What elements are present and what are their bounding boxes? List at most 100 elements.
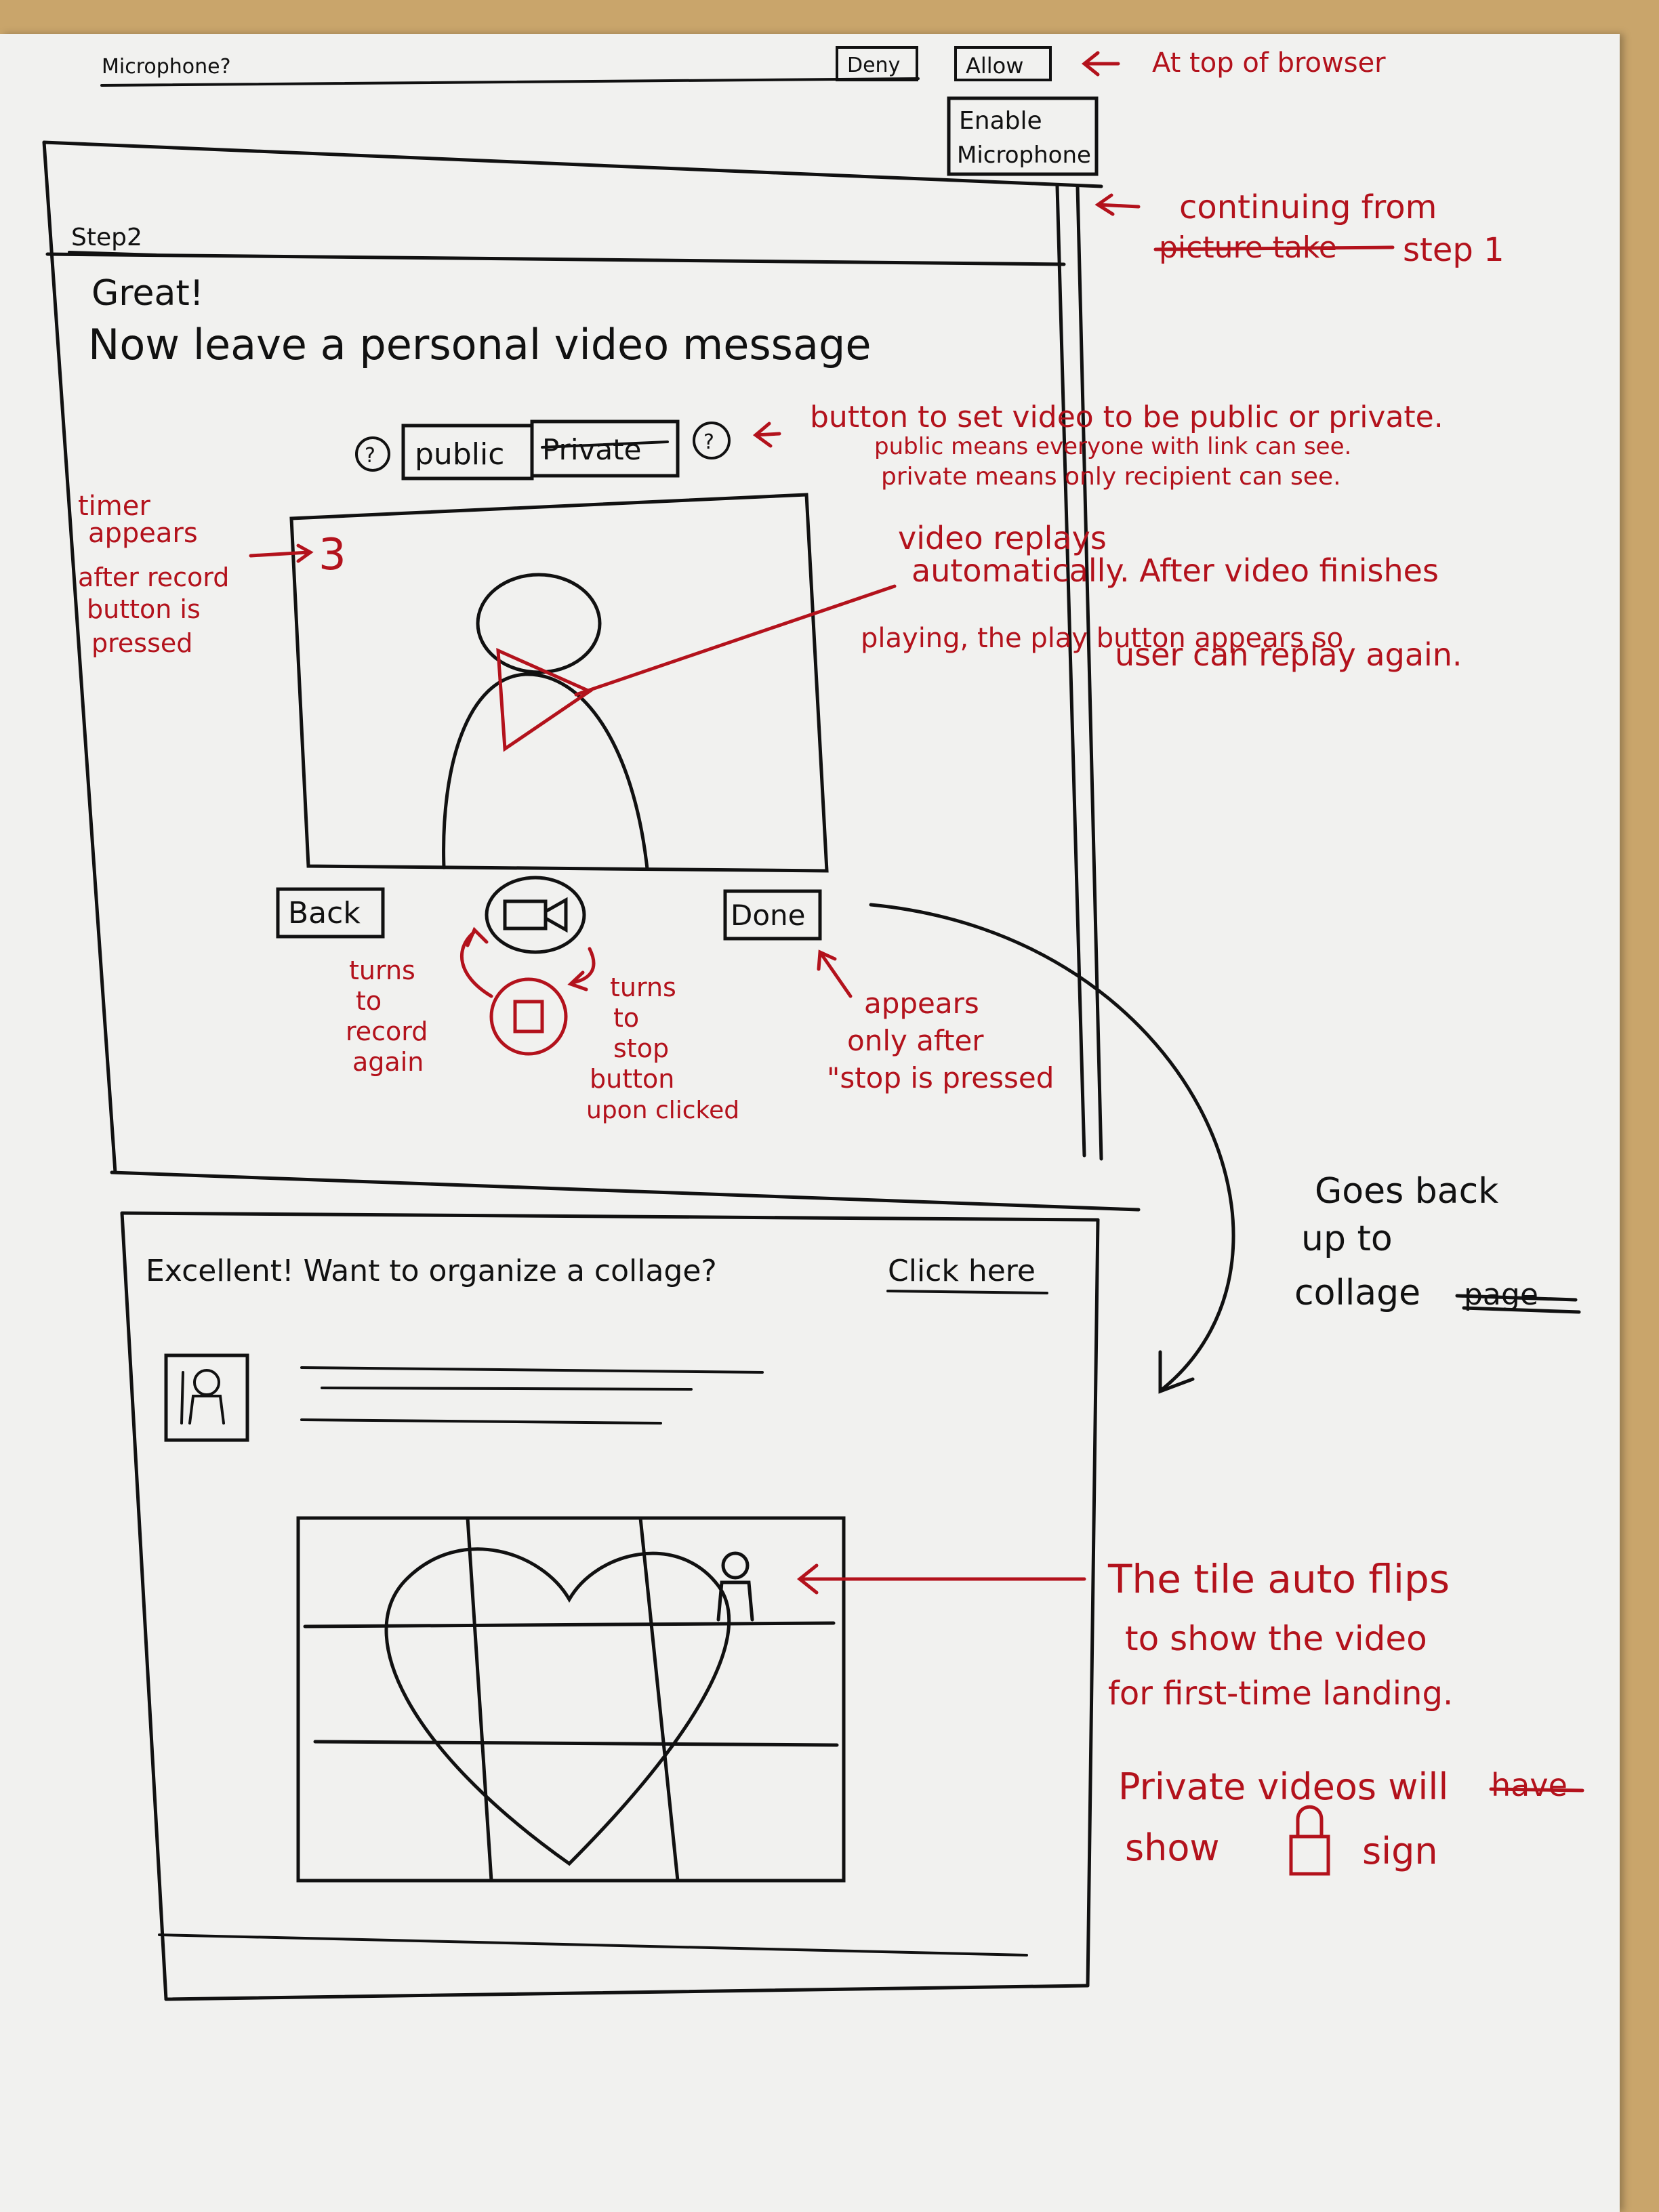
svg-text:only after: only after <box>847 1024 984 1057</box>
collage-footer-line <box>158 1933 1028 1957</box>
private-toggle-button[interactable]: Private <box>530 419 680 478</box>
allow-label: Allow <box>966 53 1023 79</box>
svg-text:turns: turns <box>610 972 676 1002</box>
stop-note: turns to stop button upon clicked <box>586 972 739 1124</box>
done-label: Done <box>731 899 806 932</box>
tile-note: The tile auto flips to show the video fo… <box>1107 1556 1453 1713</box>
microphone-prompt: Microphone? <box>102 55 231 79</box>
svg-text:The tile auto flips: The tile auto flips <box>1107 1556 1450 1602</box>
svg-text:automatically. After video fin: automatically. After video finishes <box>912 552 1439 589</box>
enable-mic-label-1: Enable <box>959 107 1042 135</box>
timer-value: 3 <box>319 530 346 580</box>
avatar <box>164 1353 249 1442</box>
private-label: Private <box>542 433 641 466</box>
done-note: appears only after "stop is pressed <box>817 949 1054 1094</box>
replay-arrow-icon <box>574 584 897 697</box>
svg-text:again: again <box>352 1047 424 1077</box>
svg-text:Private videos will: Private videos will <box>1118 1765 1448 1808</box>
timer-note: timer appears after record button is pre… <box>78 491 229 658</box>
play-icon <box>496 648 594 752</box>
greeting-text: Great! <box>91 273 204 314</box>
svg-text:?: ? <box>365 444 375 468</box>
svg-text:button is: button is <box>87 594 201 624</box>
svg-text:turns: turns <box>349 956 415 985</box>
svg-text:to: to <box>356 986 382 1016</box>
svg-text:user can replay again.: user can replay again. <box>1115 636 1462 673</box>
svg-text:continuing from: continuing from <box>1179 188 1437 226</box>
heart-icon <box>384 1547 731 1866</box>
toggle-note-3: private means only recipient can see. <box>881 463 1341 491</box>
svg-text:appears: appears <box>88 518 198 549</box>
svg-text:sign: sign <box>1362 1830 1438 1872</box>
svg-text:pressed: pressed <box>91 628 192 658</box>
back-button[interactable]: Back <box>276 887 385 939</box>
deny-label: Deny <box>847 54 900 77</box>
svg-text:have: have <box>1491 1767 1568 1803</box>
video-camera-icon <box>503 899 548 930</box>
step-label: Step2 <box>71 224 142 251</box>
svg-text:upon clicked: upon clicked <box>586 1097 739 1124</box>
video-tile-person-icon <box>721 1551 750 1580</box>
public-toggle-button[interactable]: public <box>401 424 534 480</box>
stop-icon <box>513 1000 544 1033</box>
svg-text:up to: up to <box>1301 1218 1393 1259</box>
help-icon-right[interactable] <box>693 422 731 459</box>
svg-text:record: record <box>346 1017 428 1046</box>
svg-text:"stop is pressed: "stop is pressed <box>827 1061 1054 1094</box>
browser-bar-note: At top of browser <box>1152 47 1386 79</box>
enable-mic-label-2: Microphone <box>957 142 1091 169</box>
collage-window: Excellent! Want to organize a collage? C… <box>120 1211 1100 2001</box>
svg-text:step 1: step 1 <box>1403 231 1504 269</box>
deny-button[interactable]: Deny <box>836 46 918 81</box>
video-message-heading: Now leave a personal video message <box>88 320 871 369</box>
continuing-note: continuing from picture take step 1 <box>1094 188 1504 269</box>
svg-text:to show the video: to show the video <box>1125 1619 1427 1658</box>
lock-icon <box>1289 1805 1330 1876</box>
browser-permission-bar: Microphone? Deny Allow At top of browser <box>100 46 1386 87</box>
svg-text:after record: after record <box>78 562 229 592</box>
record-button[interactable] <box>485 876 586 954</box>
timer-arrow-icon <box>249 544 314 563</box>
svg-text:?: ? <box>703 430 714 454</box>
toggle-arrow-icon <box>752 422 781 448</box>
curved-arrow-head-icon <box>1158 1350 1195 1394</box>
step2-window: Step2 Great! Now leave a personal video … <box>42 140 1462 1212</box>
stop-button[interactable] <box>489 977 568 1056</box>
toggle-note-1: button to set video to be public or priv… <box>810 400 1443 434</box>
svg-text:playing, the play button appea: playing, the play button appears so <box>861 623 1343 654</box>
done-button[interactable]: Done <box>723 889 822 941</box>
svg-text:Goes back: Goes back <box>1315 1171 1498 1212</box>
to-stop-arrow-icon <box>567 947 596 991</box>
record-again-note: turns to record again <box>346 956 428 1077</box>
person-head-icon <box>476 573 602 674</box>
allow-button[interactable]: Allow <box>954 46 1052 81</box>
video-preview[interactable] <box>289 493 829 873</box>
svg-text:stop: stop <box>613 1033 669 1063</box>
enable-microphone-button[interactable]: Enable Microphone <box>947 96 1099 176</box>
collage-header: Excellent! Want to organize a collage? <box>146 1254 717 1288</box>
continuing-arrow-icon <box>1094 193 1141 216</box>
allow-arrow-icon <box>1081 51 1120 77</box>
svg-text:video replays: video replays <box>898 520 1107 556</box>
svg-text:collage: collage <box>1294 1273 1420 1313</box>
click-here-link[interactable]: Click here <box>886 1254 1048 1294</box>
toggle-note-2: public means everyone with link can see. <box>874 433 1351 460</box>
click-here-label: Click here <box>888 1254 1036 1288</box>
help-icon-left[interactable] <box>355 436 390 472</box>
paper-sheet: Microphone? Deny Allow At top of browser… <box>0 34 1620 2212</box>
wireframe-sketch: Microphone? Deny Allow At top of browser… <box>42 46 1584 2001</box>
svg-text:to: to <box>613 1003 639 1033</box>
svg-text:appears: appears <box>864 987 979 1020</box>
public-label: public <box>415 437 504 472</box>
svg-text:button: button <box>590 1064 674 1094</box>
collage-grid[interactable] <box>296 1516 846 1883</box>
replay-note: video replays automatically. After video… <box>574 520 1462 697</box>
svg-text:timer: timer <box>78 491 150 522</box>
done-arrow-icon <box>817 949 853 998</box>
person-icon <box>193 1369 220 1396</box>
privacy-toggle: ? public Private ? <box>355 419 731 480</box>
person-body-icon <box>442 672 649 871</box>
record-again-arrow-icon <box>459 926 493 998</box>
svg-text:for first-time landing.: for first-time landing. <box>1108 1675 1453 1713</box>
goes-back-arrow: Goes back up to collage page <box>869 903 1581 1394</box>
